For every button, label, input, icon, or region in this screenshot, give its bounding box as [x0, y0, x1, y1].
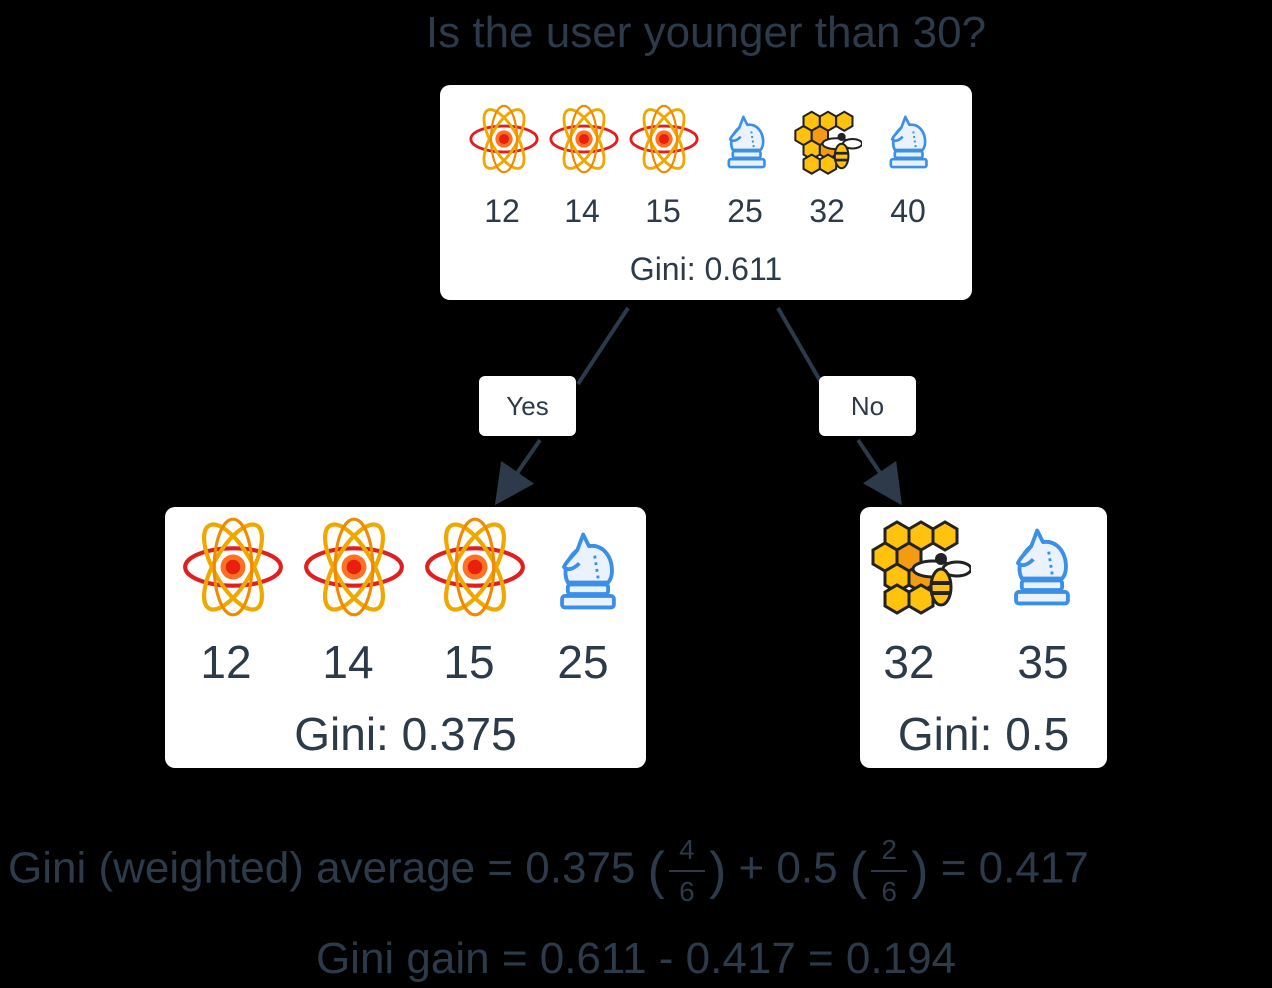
- edge-label-yes: Yes: [479, 376, 576, 436]
- left-node: 12 14 15 25 Gini: 0.375: [165, 507, 646, 768]
- page-title: Is the user younger than 30?: [425, 8, 987, 57]
- honeycomb-bee-icon: [868, 515, 974, 615]
- chess-knight-icon: [704, 103, 788, 175]
- value-label: 25: [727, 193, 763, 229]
- left-values: 12 14 15 25: [165, 635, 637, 689]
- edge-yes-lower: [494, 438, 542, 506]
- edge-no-lower: [856, 438, 902, 506]
- value-label: 15: [443, 636, 495, 688]
- honeycomb-bee-icon: [788, 103, 868, 175]
- value-label: 32: [809, 193, 845, 229]
- atom-icon: [544, 103, 624, 175]
- equation-result: = 0.417: [940, 843, 1089, 893]
- gini-gain-equation: Gini gain = 0.611 - 0.417 = 0.194: [315, 934, 957, 983]
- left-gini: Gini: 0.375: [294, 708, 517, 760]
- equation-prefix: Gini (weighted) average = 0.375: [8, 843, 636, 893]
- value-label: 40: [890, 193, 926, 229]
- value-label: 32: [883, 636, 935, 688]
- atom-icon: [464, 103, 544, 175]
- edge-no-upper: [776, 306, 824, 386]
- right-gini: Gini: 0.5: [897, 708, 1070, 760]
- right-icons: [868, 515, 1108, 615]
- value-label: 12: [484, 193, 520, 229]
- chess-knight-icon: [868, 103, 948, 175]
- atom-icon: [415, 515, 535, 619]
- value-label: 35: [1017, 636, 1069, 688]
- right-node: 32 35 Gini: 0.5: [860, 507, 1107, 768]
- root-gini: Gini: 0.611: [629, 251, 783, 287]
- atom-icon: [173, 515, 293, 619]
- right-values: 32 35: [860, 635, 1128, 689]
- atom-icon: [624, 103, 704, 175]
- equation-plus: + 0.5: [738, 843, 838, 893]
- value-label: 14: [564, 193, 600, 229]
- value-label: 14: [322, 636, 374, 688]
- left-icons: [173, 515, 639, 619]
- chess-knight-icon: [974, 515, 1108, 615]
- atom-icon: [293, 515, 415, 619]
- value-label: 12: [200, 636, 252, 688]
- edge-label-no: No: [819, 376, 916, 436]
- value-label: 15: [645, 193, 681, 229]
- root-node: 12 14 15 25 32 40 Gini: 0.611: [440, 85, 972, 300]
- root-icons: [464, 103, 948, 175]
- value-label: 25: [557, 636, 609, 688]
- root-values: 12 14 15 25 32 40: [462, 193, 948, 230]
- edge-yes-upper: [576, 306, 630, 386]
- chess-knight-icon: [535, 515, 639, 619]
